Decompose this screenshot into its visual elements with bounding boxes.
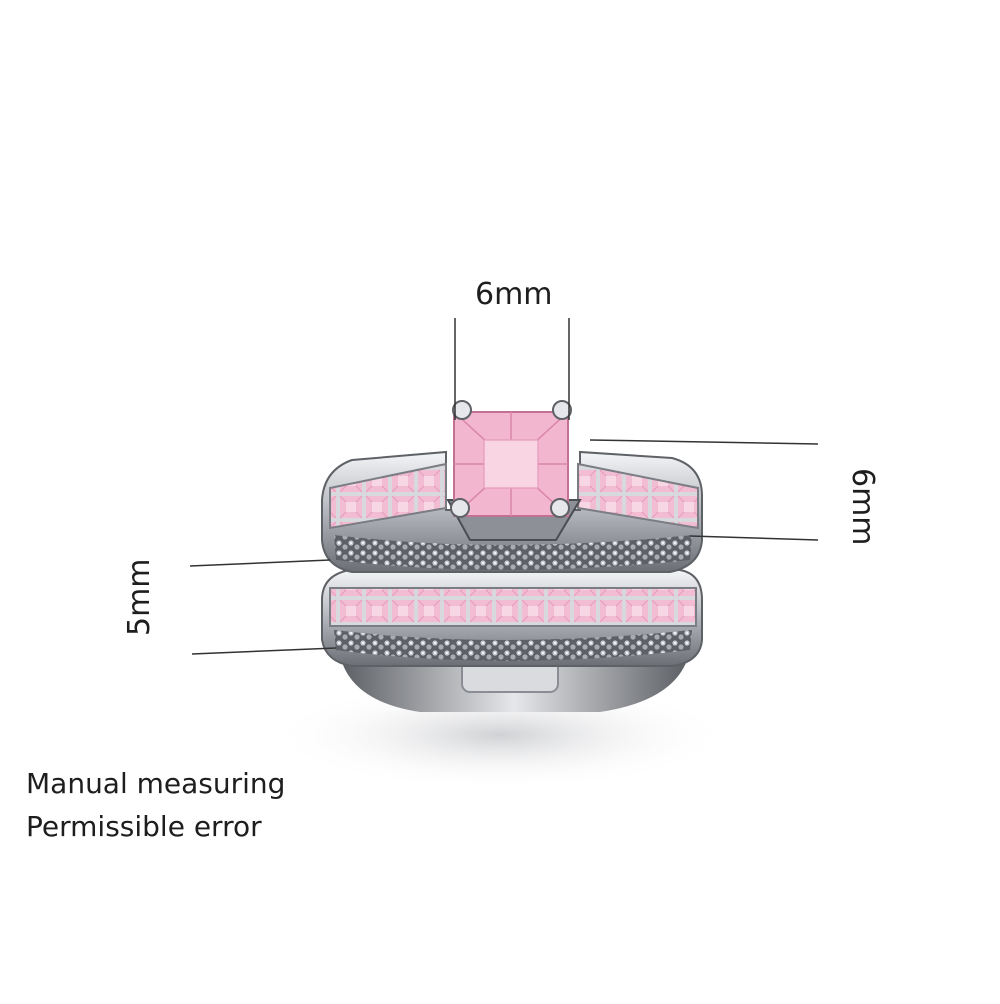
measure-left-top-line <box>189 559 331 567</box>
lower-band-pave <box>334 630 692 661</box>
upper-band-stones-right <box>577 462 699 530</box>
center-stone-table <box>483 439 539 489</box>
right-height-label: 6mm <box>845 468 880 546</box>
prong-bottom-left <box>450 498 470 518</box>
left-height-label: 5mm <box>122 558 157 636</box>
measure-lines <box>189 318 819 655</box>
lower-band-stone-channel <box>329 587 697 627</box>
note-line-2: Permissible error <box>26 810 262 843</box>
measure-right-bottom-line <box>689 535 819 541</box>
prong-top-left <box>452 400 472 420</box>
note-line-1: Manual measuring <box>26 767 286 800</box>
measure-left-bottom-line <box>191 647 337 655</box>
upper-band-stones-left <box>329 462 447 530</box>
upper-band-pave <box>334 535 692 570</box>
top-width-label: 6mm <box>475 277 553 312</box>
measure-right-top-line <box>589 439 819 445</box>
prong-top-right <box>552 400 572 420</box>
prong-bottom-right <box>550 498 570 518</box>
